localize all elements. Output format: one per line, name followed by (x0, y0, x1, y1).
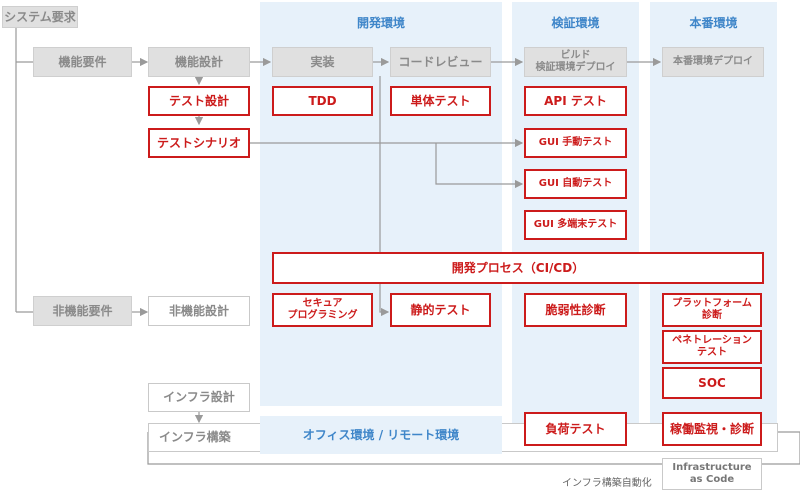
zone-prod-title: 本番環境 (689, 16, 738, 30)
line-infra-loop (147, 431, 800, 465)
platform-diagnosis-box: プラットフォーム 診断 (662, 293, 762, 327)
system-requirement-box: システム要求 (2, 6, 78, 28)
vulnerability-diagnosis-box: 脆弱性診断 (524, 293, 627, 327)
infra-design-box: インフラ設計 (148, 383, 250, 412)
secure-programming-box: セキュア プログラミング (272, 293, 373, 327)
api-test-box: API テスト (524, 86, 627, 116)
nonfunctional-requirement-box: 非機能要件 (33, 296, 132, 326)
functional-design-box: 機能設計 (148, 47, 250, 77)
load-test-box: 負荷テスト (524, 412, 627, 446)
gui-manual-test-box: GUI 手動テスト (524, 128, 627, 158)
test-scenario-box: テストシナリオ (148, 128, 250, 158)
iac-box: Infrastructure as Code (662, 458, 762, 490)
tdd-box: TDD (272, 86, 373, 116)
gui-auto-test-box: GUI 自動テスト (524, 169, 627, 199)
line-impl-static (379, 76, 390, 317)
unit-test-box: 単体テスト (390, 86, 491, 116)
penetration-test-box: ペネトレーション テスト (662, 330, 762, 364)
infra-automation-caption: インフラ構築自動化 (562, 478, 652, 489)
zone-dev-title: 開発環境 (356, 16, 405, 30)
line-scenario-gui-auto (435, 143, 524, 189)
static-test-box: 静的テスト (390, 293, 491, 327)
zone-verify-title: 検証環境 (551, 16, 600, 30)
functional-requirement-box: 機能要件 (33, 47, 132, 77)
implementation-box: 実装 (272, 47, 373, 77)
cicd-box: 開発プロセス（CI/CD） (272, 252, 764, 284)
gui-multi-device-test-box: GUI 多端末テスト (524, 210, 627, 240)
code-review-box: コードレビュー (390, 47, 491, 77)
nonfunctional-design-box: 非機能設計 (148, 296, 250, 326)
soc-box: SOC (662, 367, 762, 399)
prod-deploy-box: 本番環境デプロイ (662, 47, 764, 77)
operation-monitoring-box: 稼働監視・診断 (662, 412, 762, 446)
build-deploy-box: ビルド 検証環境デプロイ (524, 47, 627, 77)
office-remote-env-label: オフィス環境 / リモート環境 (302, 427, 460, 442)
test-design-box: テスト設計 (148, 86, 250, 116)
office-remote-env-box: オフィス環境 / リモート環境 (260, 416, 502, 454)
